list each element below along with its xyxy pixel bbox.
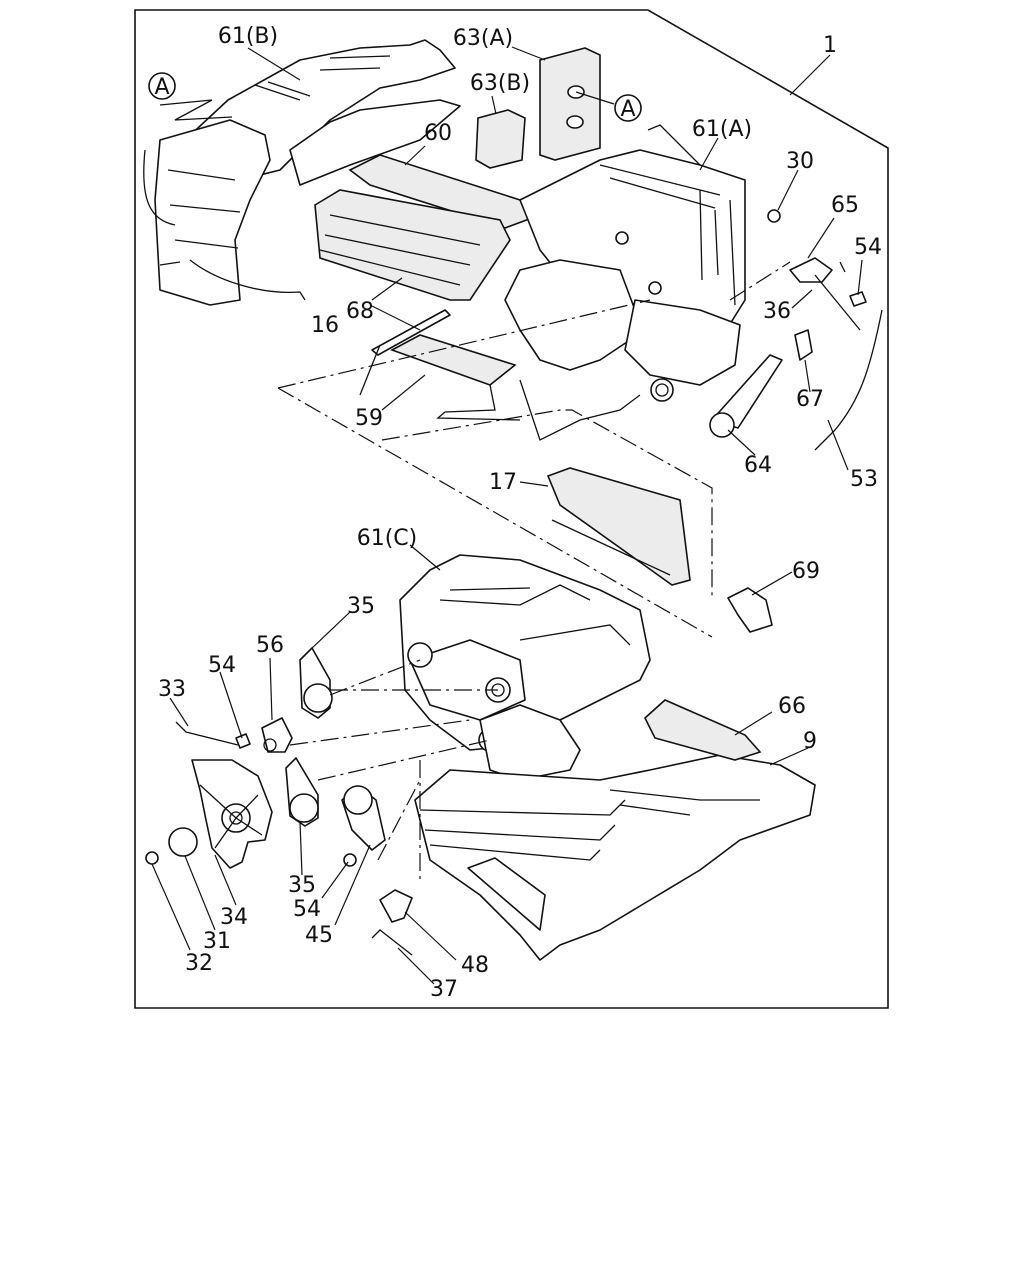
callout-31: 31 — [203, 929, 231, 954]
callout-64: 64 — [744, 453, 772, 478]
callout-61a: 61(A) — [692, 117, 752, 142]
case-61a-lower — [504, 259, 636, 371]
diagram-frame — [134, 9, 889, 1009]
callout-30: 30 — [786, 149, 814, 174]
case-61b-side — [154, 119, 271, 306]
callout-54-lower: 54 — [293, 897, 321, 922]
callout-labels: 1 61(B) 63(A) 63(B) 60 61(A) 30 65 54 36… — [158, 24, 882, 1002]
case-61a-duct — [624, 299, 741, 386]
callout-45: 45 — [305, 923, 333, 948]
screw-32 — [145, 851, 159, 865]
callout-33: 33 — [158, 677, 186, 702]
callout-68: 68 — [346, 299, 374, 324]
filter-59 — [390, 334, 517, 386]
rod-37 — [371, 929, 413, 956]
disc-31 — [168, 827, 198, 857]
lower-case-assembly — [145, 554, 816, 961]
callout-35-lower: 35 — [288, 873, 316, 898]
ref-marker-a-left: A — [148, 72, 233, 121]
callout-66: 66 — [778, 694, 806, 719]
callout-54-left: 54 — [208, 653, 236, 678]
lever-48 — [379, 889, 413, 923]
lever-65 — [789, 257, 833, 283]
case-9 — [414, 754, 816, 961]
callout-34: 34 — [220, 905, 248, 930]
case-9-foot — [467, 857, 546, 931]
callout-56: 56 — [256, 633, 284, 658]
callout-17: 17 — [489, 470, 517, 495]
screw-54-left — [235, 733, 251, 749]
callout-9: 9 — [803, 729, 817, 754]
callout-32: 32 — [185, 951, 213, 976]
case-61c-lower — [479, 704, 581, 781]
callout-59: 59 — [355, 406, 383, 431]
ref-marker-a-label: A — [154, 75, 169, 100]
callout-69: 69 — [792, 559, 820, 584]
callout-54-right: 54 — [854, 235, 882, 260]
callout-37: 37 — [430, 977, 458, 1002]
callout-65: 65 — [831, 193, 859, 218]
case-61b-top — [289, 99, 461, 186]
gear-64 — [650, 378, 674, 402]
rod-53 — [814, 309, 883, 451]
upper-case-assembly — [143, 39, 883, 633]
ref-marker-a-right: A — [575, 91, 642, 122]
callout-1: 1 — [823, 33, 837, 58]
callout-61b: 61(B) — [218, 24, 278, 49]
callout-63b: 63(B) — [470, 71, 530, 96]
callout-67: 67 — [796, 387, 824, 412]
callout-35-upper: 35 — [347, 594, 375, 619]
rod-33 — [175, 721, 239, 746]
evaporator-68 — [314, 189, 511, 301]
filter-66 — [644, 699, 762, 761]
ref-marker-a-label: A — [620, 97, 635, 122]
callout-36: 36 — [763, 299, 791, 324]
foam-pad-63b — [475, 109, 526, 169]
foam-pad-63a — [539, 47, 601, 161]
callout-48: 48 — [461, 953, 489, 978]
callout-60: 60 — [424, 121, 452, 146]
callout-63a: 63(A) — [453, 26, 513, 51]
bracket-69 — [727, 587, 773, 633]
cam-56 — [261, 717, 293, 753]
clip-67 — [794, 329, 813, 361]
leader-lines — [151, 46, 863, 985]
callout-16: 16 — [311, 313, 339, 338]
callout-53: 53 — [850, 467, 878, 492]
screw-30 — [767, 209, 781, 223]
callout-61c: 61(C) — [357, 526, 418, 551]
filter-17 — [546, 467, 691, 586]
